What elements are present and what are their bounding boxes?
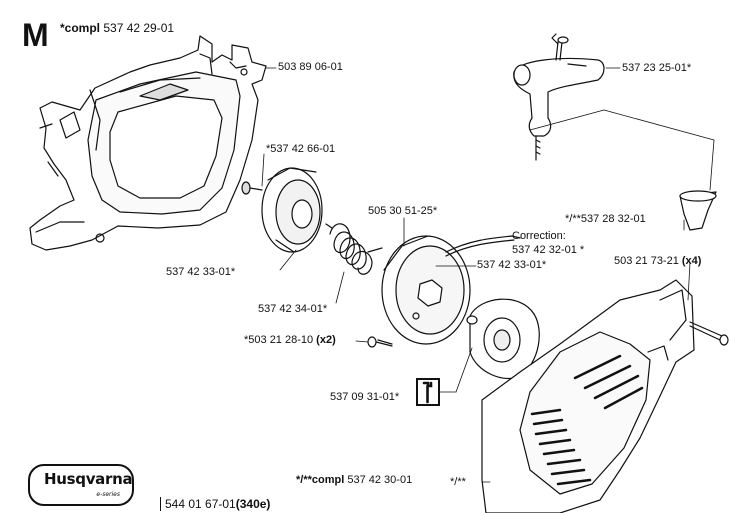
label-503-21-28-10-qty: (x2) [316, 334, 336, 346]
left-housing-part [29, 35, 267, 251]
header-number: 537 42 29-01 [100, 21, 175, 35]
label-537-42-33-01-right: 537 42 33-01* [477, 259, 547, 271]
label-compl-537-42-30-01: */**compl 537 42 30-01 [296, 474, 412, 487]
pulley-right-part [381, 235, 471, 345]
label-503-21-73-21-qty: (x4) [681, 255, 702, 267]
washer-part [241, 181, 263, 195]
footer-number: 544 01 67-01 [165, 497, 236, 511]
label-503-21-28-10: *503 21 28-10 (x2) [244, 334, 336, 347]
starter-cover-part [481, 279, 695, 513]
cup-part [679, 190, 717, 231]
wrench-icon [422, 381, 433, 404]
label-537-23-25-01: 537 23 25-01* [622, 62, 692, 74]
brand-series: e-series [96, 491, 120, 498]
assembly-header: *compl 537 42 29-01 [60, 22, 174, 35]
label-537-42-34-01: 537 42 34-01* [258, 303, 328, 315]
label-star-star: */** [450, 476, 466, 488]
footer-model: (340e) [235, 497, 271, 511]
label-503-21-28-10-number: *503 21 28-10 [244, 334, 317, 346]
label-537-42-33-01-left: 537 42 33-01* [166, 266, 236, 278]
label-537-28-32-01: */**537 28 32-01 [565, 213, 646, 225]
label-537-42-66-01: *537 42 66-01 [266, 143, 336, 155]
spring-part [325, 223, 383, 275]
brand-logo: Husqvarna e-series [28, 464, 134, 506]
label-537-09-31-01: 537 09 31-01* [330, 391, 400, 403]
label-503-89-06-01: 503 89 06-01 [278, 61, 343, 73]
label-505-30-51-25: 505 30 51-25* [368, 205, 438, 217]
footer-part-number: 544 01 67-01(340e) [160, 497, 270, 511]
pulley-left-part [261, 167, 323, 253]
label-compl-number: 537 42 30-01 [344, 474, 413, 486]
label-503-21-73-21: 503 21 73-21 (x4) [614, 255, 701, 268]
label-compl-prefix: */**compl [296, 474, 345, 486]
label-correction-title: Correction: [512, 230, 566, 242]
tool-icon-box [416, 378, 440, 406]
bolt-right-part [689, 321, 729, 346]
section-letter: M [22, 17, 49, 53]
rope-part [445, 235, 521, 257]
starter-pawl-part [466, 298, 540, 380]
header-prefix: *compl [60, 21, 101, 35]
label-correction-number: 537 42 32-01 * [512, 244, 585, 256]
brand-name: Husqvarna [44, 470, 133, 488]
starter-handle-part [513, 33, 605, 161]
label-503-21-73-21-number: 503 21 73-21 [614, 255, 682, 267]
leader-lines [261, 67, 715, 483]
screw-small-part [367, 336, 393, 348]
